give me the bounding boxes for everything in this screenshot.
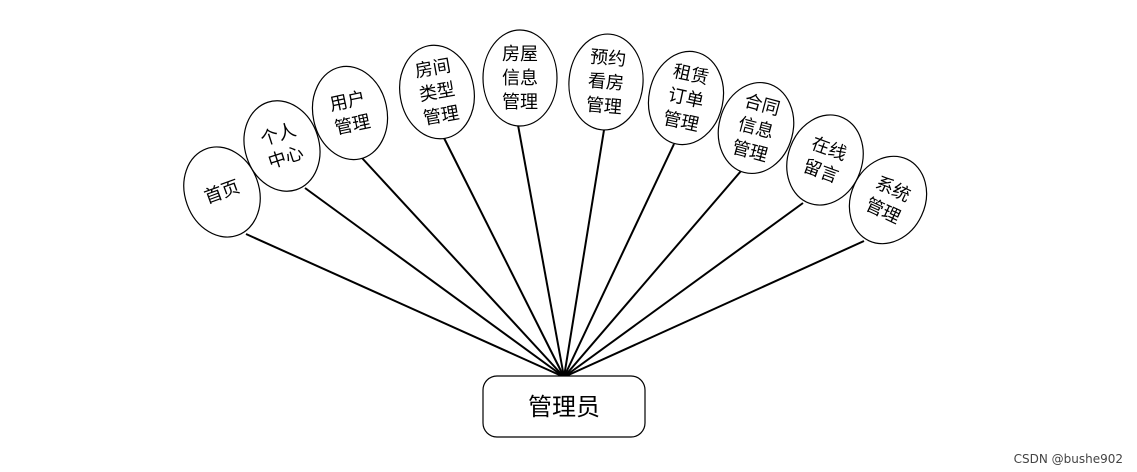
connector-line	[361, 157, 565, 378]
function-node: 首页	[183, 146, 261, 238]
connector-lines	[245, 124, 865, 378]
connector-line	[563, 202, 804, 378]
function-node-ellipse	[399, 44, 475, 140]
watermark: CSDN @bushe902	[1013, 452, 1123, 466]
connector-line	[563, 170, 742, 378]
function-node-ellipse	[848, 155, 928, 245]
root-node-box	[482, 375, 646, 438]
function-node-ellipse	[717, 81, 795, 175]
connector-line	[563, 143, 675, 378]
function-node-ellipse	[311, 65, 389, 161]
connector-line	[563, 129, 605, 378]
root-node-label: 管理员	[528, 393, 600, 421]
function-node-ellipse	[243, 100, 321, 192]
function-nodes: 首页个人中心用户管理房间类型管理房屋信息管理预约看房管理租赁订单管理合同信息管理…	[183, 29, 928, 245]
function-node-ellipse	[786, 114, 864, 206]
function-node-label: 预约	[589, 47, 627, 71]
function-node-ellipse	[568, 33, 644, 131]
function-node-label: 管理	[502, 92, 538, 113]
function-node-ellipse	[647, 50, 725, 146]
connector-line	[304, 187, 565, 378]
function-node-label: 房屋	[502, 44, 538, 65]
function-node-ellipse	[183, 146, 261, 238]
connector-line	[563, 240, 865, 378]
connector-line	[517, 124, 565, 378]
connector-line	[443, 137, 565, 378]
function-node-ellipse	[482, 29, 558, 127]
root-node: 管理员	[482, 375, 646, 438]
function-node-label: 看房	[587, 70, 625, 94]
connector-line	[245, 233, 565, 378]
function-node-label: 信息	[502, 68, 538, 89]
function-node-label: 管理	[585, 94, 623, 118]
